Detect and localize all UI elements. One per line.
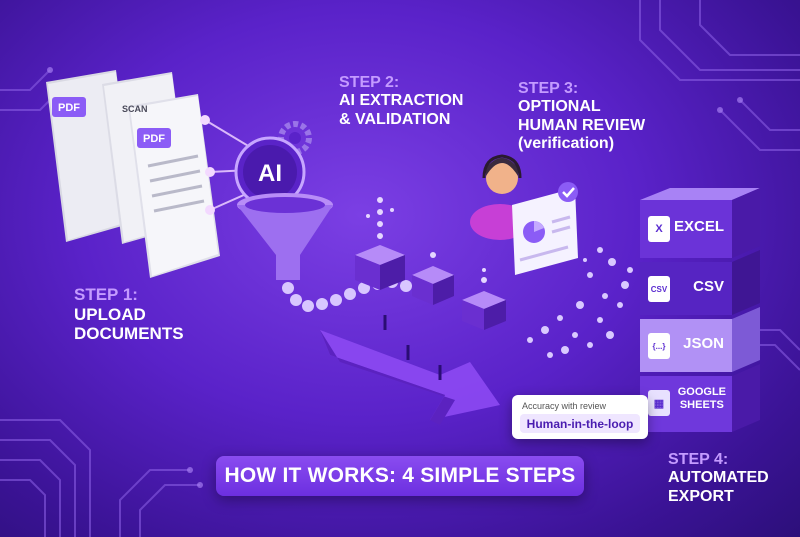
- step-4-number: STEP 4:: [668, 451, 729, 468]
- export-sheets-block: ▦ GOOGLE SHEETS: [640, 378, 732, 428]
- review-accuracy-value: Human-in-the-loop: [520, 414, 640, 433]
- step-1-label: STEP 1: UPLOAD DOCUMENTS: [74, 285, 184, 344]
- step-1-number: STEP 1:: [74, 285, 138, 304]
- step-3-line-1: OPTIONAL: [518, 98, 601, 116]
- how-it-works-banner: HOW IT WORKS: 4 SIMPLE STEPS: [216, 456, 584, 496]
- step-3-number: STEP 3:: [518, 80, 579, 97]
- json-icon: {...}: [648, 333, 670, 359]
- export-excel-block: X EXCEL: [640, 204, 732, 254]
- export-excel-label: EXCEL: [673, 218, 724, 235]
- step-4-line-1: AUTOMATED: [668, 469, 769, 487]
- step-2-line-2: & VALIDATION: [339, 110, 451, 128]
- document-stack: PDF SCAN PDF: [46, 70, 220, 278]
- export-csv-label: CSV: [693, 278, 724, 295]
- doc-scan-label: SCAN: [122, 104, 148, 114]
- step-2-label: STEP 2: AI EXTRACTION & VALIDATION: [339, 74, 463, 129]
- step-4-label: STEP 4: AUTOMATED EXPORT: [668, 451, 769, 506]
- gear-icon: [278, 121, 312, 155]
- review-panel: [512, 182, 578, 275]
- review-accuracy-card: Accuracy with review Human-in-the-loop: [512, 395, 648, 439]
- step-3-line-2: HUMAN REVIEW: [518, 116, 646, 134]
- export-sheets-label-1: GOOGLE: [677, 386, 726, 398]
- sheets-icon: ▦: [648, 390, 670, 416]
- process-cubes: [355, 245, 506, 330]
- step-4-line-2: EXPORT: [668, 487, 734, 505]
- step-2-line-1: AI EXTRACTION: [339, 92, 464, 110]
- export-sheets-label: GOOGLE SHEETS: [678, 386, 726, 412]
- csv-icon: CSV: [648, 276, 670, 302]
- particle-stream: [527, 247, 633, 358]
- flow-arrow: [320, 330, 500, 420]
- export-json-block: {...} JSON: [640, 321, 732, 371]
- review-accuracy-caption: Accuracy with review: [522, 401, 607, 411]
- step-3-label: STEP 3: OPTIONAL HUMAN REVIEW (verificat…: [518, 80, 645, 154]
- export-json-label: JSON: [683, 335, 724, 352]
- step-1-line-1: UPLOAD: [74, 304, 146, 324]
- step-2-number: STEP 2:: [339, 74, 400, 91]
- doc-pdf-label: PDF: [58, 102, 80, 114]
- check-icon: [558, 182, 578, 202]
- step-1-line-2: DOCUMENTS: [74, 324, 184, 344]
- export-sheets-label-2: SHEETS: [679, 399, 724, 412]
- doc-pdf-label-2: PDF: [143, 133, 165, 145]
- export-csv-block: CSV CSV: [640, 264, 732, 314]
- excel-icon: X: [648, 216, 670, 242]
- ai-label: AI: [258, 160, 282, 187]
- step-3-note: (verification): [518, 135, 615, 153]
